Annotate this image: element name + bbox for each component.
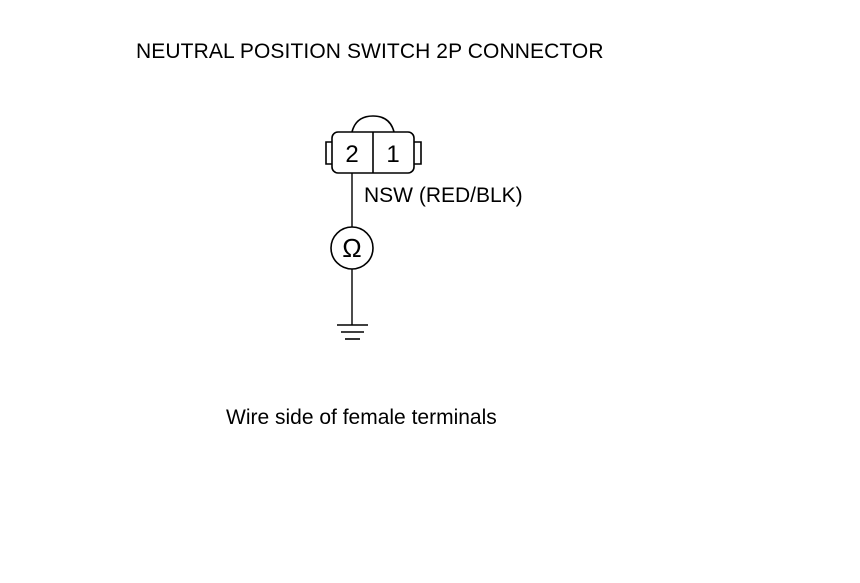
ohm-symbol: Ω [342, 233, 361, 263]
wire-label: NSW (RED/BLK) [364, 184, 523, 207]
connector-left-ear [325, 141, 333, 165]
connector-2p [325, 115, 422, 174]
connector-latch [351, 115, 395, 133]
connector-right-ear [413, 141, 422, 165]
terminal-1-label: 1 [386, 141, 399, 168]
ground-icon [337, 324, 368, 340]
diagram-title: NEUTRAL POSITION SWITCH 2P CONNECTOR [136, 40, 604, 63]
terminal-2-label: 2 [345, 141, 358, 168]
ohmmeter-icon: Ω [330, 226, 374, 270]
diagram-caption: Wire side of female terminals [226, 406, 497, 429]
